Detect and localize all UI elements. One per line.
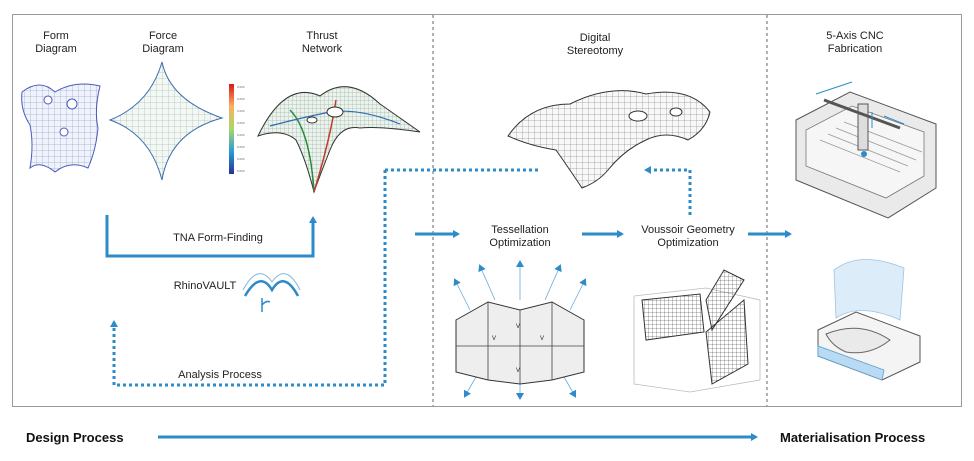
cnc-fabrication-title: 5-Axis CNC Fabrication	[826, 30, 884, 55]
svg-text:V: V	[492, 336, 496, 342]
force-diagram-title: Force Diagram	[142, 30, 184, 55]
tna-form-finding-label: TNA Form-Finding	[173, 232, 263, 244]
svg-text:0.000: 0.000	[237, 121, 245, 125]
thrust-network-title: Thrust Network	[301, 30, 343, 55]
form-diagram-image	[21, 83, 101, 173]
tessellation-optimization-label: Tessellation Optimization	[489, 224, 551, 249]
svg-text:0.000: 0.000	[237, 169, 245, 173]
svg-text:0.000: 0.000	[237, 133, 245, 137]
svg-text:0.000: 0.000	[237, 97, 245, 101]
svg-text:V: V	[516, 368, 520, 374]
materialisation-process-label: Materialisation Process	[780, 430, 926, 445]
svg-text:V: V	[540, 336, 544, 342]
design-process-label: Design Process	[26, 430, 124, 445]
svg-text:0.000: 0.000	[237, 157, 245, 161]
tna-arrow	[105, 215, 317, 258]
voussoir-image	[633, 269, 761, 393]
svg-text:0.000: 0.000	[237, 85, 245, 89]
cnc-block-image	[817, 259, 921, 381]
form-diagram-title: Form Diagram	[35, 30, 77, 55]
digital-stereotomy-image	[507, 90, 711, 189]
workflow-frame	[12, 14, 962, 407]
svg-text:0.000: 0.000	[237, 145, 245, 149]
tessellation-image: V V V V	[453, 260, 587, 400]
thrust-network-image	[257, 86, 421, 194]
digital-stereotomy-title: Digital Stereotomy	[566, 32, 624, 57]
voussoir-feedback-arrow	[644, 166, 692, 215]
analysis-arrow	[110, 170, 387, 387]
voussoir-optimization-label: Voussoir Geometry Optimization	[641, 224, 735, 249]
svg-text:V: V	[516, 324, 520, 330]
rhinovault-label: RhinoVAULT	[173, 280, 237, 292]
force-diagram-image: 0.000 0.000 0.000 0.000 0.000 0.000 0.000 0.0…	[108, 61, 245, 181]
svg-text:0.000: 0.000	[237, 109, 245, 113]
analysis-process-label: Analysis Process	[178, 369, 262, 381]
rhinovault-logo	[242, 273, 301, 312]
cnc-machine-image	[795, 81, 937, 219]
